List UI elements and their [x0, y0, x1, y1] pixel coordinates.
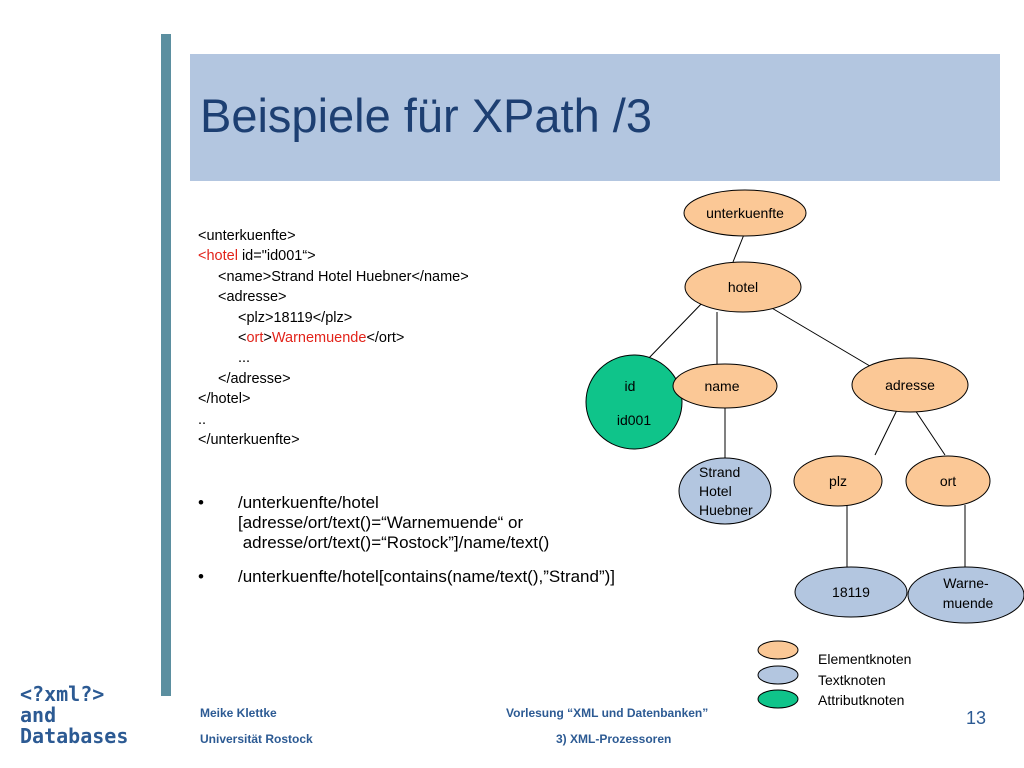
edge-adresse-plz — [874, 409, 898, 456]
code-line: <name>Strand Hotel Huebner</name> — [218, 268, 469, 285]
code-text: < — [238, 329, 247, 346]
code-tag-highlight: <hotel — [198, 248, 238, 265]
xml-and-databases-logo: <?xml?> and Databases — [20, 684, 128, 747]
node-label: id — [625, 378, 636, 394]
element-node-shape — [684, 261, 802, 313]
footer-author: Meike Klettke — [200, 706, 277, 720]
logo-line: Databases — [20, 724, 129, 748]
text-node-line: Huebner — [699, 502, 753, 518]
edge-adresse-ort — [914, 409, 946, 456]
code-line: </adresse> — [218, 370, 291, 387]
code-line: <plz>18119</plz> — [238, 309, 353, 326]
text-node-shape — [678, 457, 772, 525]
node-label: unterkuenfte — [706, 205, 784, 221]
page-number: 13 — [966, 708, 987, 728]
element-node-shape — [793, 455, 883, 507]
node-ort: ort — [905, 455, 991, 507]
bullet-marker: • — [198, 567, 204, 586]
code-line: .. — [198, 411, 207, 428]
edge-hotel-adresse — [764, 303, 881, 373]
code-text: </ort> — [366, 329, 405, 346]
accent-bar — [161, 34, 171, 696]
text-node-line: Warne- — [943, 575, 989, 591]
node-name-text: Strand Hotel Huebner — [678, 457, 772, 525]
legend-label-element: Elementknoten — [818, 651, 912, 667]
edge-hotel-id — [646, 299, 706, 361]
xpath-expression-line: [adresse/ort/text()=“Warnemuende“ or — [238, 513, 524, 532]
attribute-value: id001 — [617, 412, 651, 428]
edge-unterkuenfte-hotel — [732, 231, 746, 263]
code-line: <unterkuenfte> — [198, 228, 296, 244]
node-label: plz — [829, 473, 847, 489]
list-item: • /unterkuenfte/hotel[contains(name/text… — [198, 567, 615, 587]
node-label: hotel — [728, 279, 758, 295]
text-node-shape — [907, 566, 1024, 624]
xpath-expression-line: /unterkuenfte/hotel — [238, 493, 379, 512]
xml-code-example: <unterkuenfte> <hotel id="id001“> <name>… — [198, 226, 469, 450]
code-line: <adresse> — [218, 289, 287, 306]
text-node-line: Strand — [699, 464, 740, 480]
code-text: id="id001“> — [237, 248, 316, 265]
node-label: adresse — [885, 377, 935, 393]
attribute-node-shape — [585, 354, 683, 450]
element-node-shape — [905, 455, 991, 507]
text-node-line: 18119 — [832, 584, 870, 600]
code-line: </hotel> — [198, 391, 251, 408]
node-name: name — [672, 363, 778, 409]
node-adresse: adresse — [851, 357, 969, 413]
footer-chapter: 3) XML-Prozessoren — [556, 732, 672, 746]
title-banner — [190, 54, 1000, 181]
element-node-shape — [851, 357, 969, 413]
element-node-shape — [683, 189, 807, 237]
code-line: <ort>Warnemuende</ort> — [198, 328, 469, 348]
logo-line: <?xml?> — [20, 682, 105, 706]
node-hotel: hotel — [684, 261, 802, 313]
code-line: ... — [238, 350, 251, 367]
element-node-shape — [672, 363, 778, 409]
node-label: name — [704, 378, 739, 394]
xpath-examples-list: • /unterkuenfte/hotel [adresse/ort/text(… — [198, 493, 615, 601]
legend-swatch-attribute — [757, 689, 799, 709]
footer-lecture: Vorlesung “XML und Datenbanken” — [506, 706, 709, 720]
xpath-expression-line: /unterkuenfte/hotel[contains(name/text()… — [238, 567, 616, 586]
list-item: • /unterkuenfte/hotel [adresse/ort/text(… — [198, 493, 615, 553]
legend — [757, 640, 799, 709]
slide-title: Beispiele für XPath /3 — [200, 89, 652, 142]
node-id-attribute: id id001 — [585, 354, 683, 450]
node-plz-text: 18119 — [794, 566, 908, 618]
text-node-shape — [794, 566, 908, 618]
legend-swatch-element — [757, 640, 799, 660]
node-plz: plz — [793, 455, 883, 507]
node-label: ort — [940, 473, 956, 489]
node-ort-text: Warne- muende — [907, 566, 1024, 624]
code-tag-highlight: ort — [246, 329, 264, 346]
legend-label-text: Textknoten — [818, 672, 886, 688]
code-line: </unterkuenfte> — [198, 431, 300, 448]
tree-edges — [646, 231, 966, 568]
legend-swatch-text — [757, 665, 799, 685]
logo-line: and — [20, 703, 57, 727]
node-unterkuenfte: unterkuenfte — [683, 189, 807, 237]
legend-label-attribute: Attributknoten — [818, 692, 905, 708]
text-node-line: muende — [943, 595, 994, 611]
code-line: <hotel id="id001“> — [198, 246, 469, 266]
code-value-highlight: Warnemuende — [271, 329, 367, 346]
xpath-expression-line: adresse/ort/text()=“Rostock”]/name/text(… — [238, 533, 550, 552]
footer-university: Universität Rostock — [200, 732, 313, 746]
code-text: > — [263, 329, 272, 346]
bullet-marker: • — [198, 493, 204, 512]
text-node-line: Hotel — [699, 483, 732, 499]
